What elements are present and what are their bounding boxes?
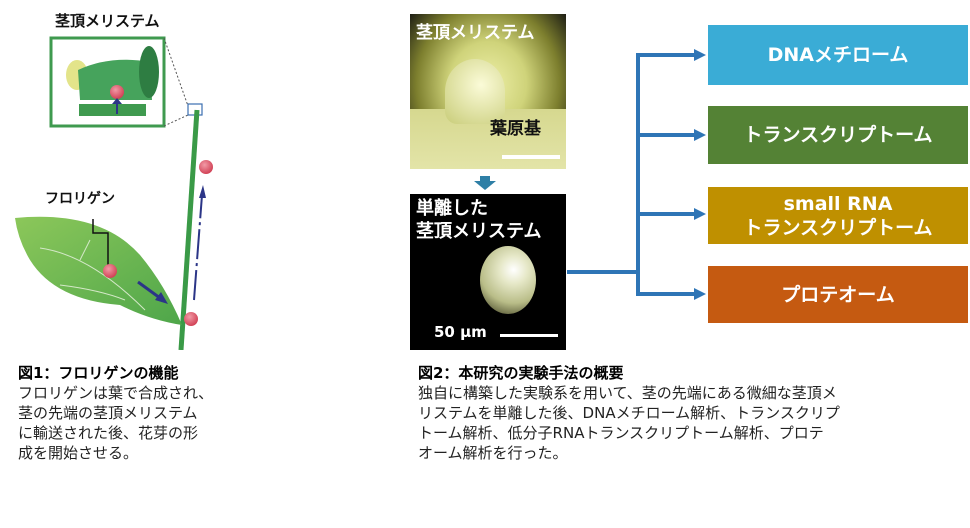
connector-arrows xyxy=(567,49,706,300)
arrow-up-icon xyxy=(199,185,206,198)
caption-line: 茎の先端の茎頂メリステム xyxy=(18,404,198,422)
fig2-caption: 図2：本研究の実験手法の概要 独自に構築した実験系を用いて、茎の先端にある微細な… xyxy=(418,362,968,463)
caption-line: トーム解析、低分子RNAトランスクリプトーム解析、プロテ xyxy=(418,424,824,442)
arrow-up-icon xyxy=(112,98,122,114)
photo2-label-line2: 茎頂メリステム xyxy=(416,221,542,242)
photo2-label-line1: 単離した xyxy=(416,198,488,219)
transcriptome-box: トランスクリプトーム xyxy=(708,106,968,164)
fig1-caption: 図1：フロリゲンの機能 フロリゲンは葉で合成され、 茎の先端の茎頂メリステム に… xyxy=(18,362,308,463)
leaf-primordium-label: 葉原基 xyxy=(490,119,541,139)
arrow-transport-icon xyxy=(137,280,161,300)
scale-bar xyxy=(502,155,560,159)
florigen-dot xyxy=(110,85,124,99)
box-label-line1: small RNA xyxy=(783,192,893,215)
caption-line: リステムを単離した後、DNAメチローム解析、トランスクリプ xyxy=(418,404,840,422)
caption-line: 成を開始させる。 xyxy=(18,444,139,462)
caption-line: オーム解析を行った。 xyxy=(418,444,568,462)
fig1-caption-title: 図1：フロリゲンの機能 xyxy=(18,364,179,382)
scale-bar xyxy=(500,334,558,337)
stem xyxy=(178,109,200,350)
florigen-label: フロリゲン xyxy=(45,191,115,207)
dna-methylome-box: DNAメチローム xyxy=(708,25,968,85)
caption-line: フロリゲンは葉で合成され、 xyxy=(18,384,214,402)
box-label-line2: トランスクリプトーム xyxy=(743,216,933,239)
fig2-caption-title: 図2：本研究の実験手法の概要 xyxy=(418,364,624,382)
isolated-meristem-photo: 単離した 茎頂メリステム 50 µm xyxy=(410,194,566,350)
photo1-label: 茎頂メリステム xyxy=(416,23,535,43)
caption-line: に輸送された後、花芽の形 xyxy=(18,424,199,442)
meristem-photo: 茎頂メリステム 葉原基 xyxy=(410,14,566,169)
proteome-box: プロテオーム xyxy=(708,266,968,323)
arrow-down-icon xyxy=(474,176,496,190)
scale-label: 50 µm xyxy=(434,323,487,341)
small-rna-transcriptome-box: small RNA トランスクリプトーム xyxy=(708,187,968,244)
caption-line: 独自に構築した実験系を用いて、茎の先端にある微細な茎頂メ xyxy=(418,384,837,402)
florigen-illustration xyxy=(15,36,213,350)
leaf xyxy=(15,216,182,325)
meristem-label: 茎頂メリステム xyxy=(55,12,160,30)
